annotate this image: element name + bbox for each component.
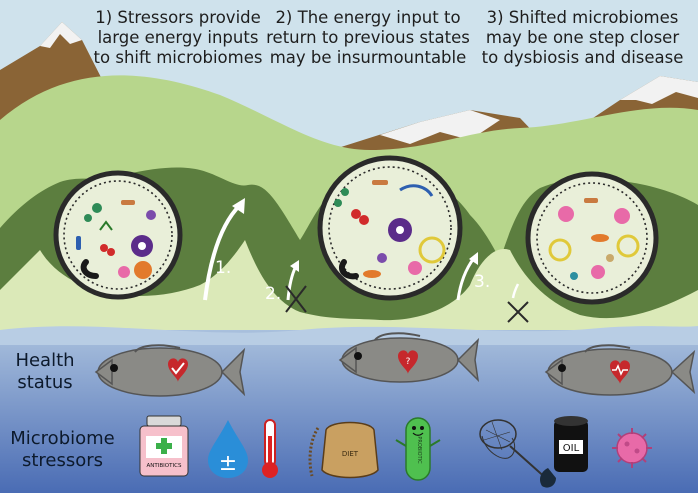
blocked-cross-step-3 <box>507 301 529 323</box>
arrow-step-3-return <box>511 283 520 299</box>
water-surface <box>0 326 698 345</box>
diet-feed-bag-icon: DIET <box>308 421 379 479</box>
row-label-stressors: Microbiome stressors <box>10 428 115 471</box>
probiotic-label: PROBIOTIC <box>416 436 422 464</box>
arrow-step-2-head <box>290 260 299 272</box>
oil-label: OIL <box>563 443 580 454</box>
microbiome-circle-3 <box>525 171 659 305</box>
arrow-step-1-head <box>232 198 245 214</box>
step-label-1: 1. <box>215 258 232 278</box>
caption-step-2: 2) The energy input to return to previou… <box>266 8 470 67</box>
salinity-symbol: ± <box>219 451 237 476</box>
microbiome-circle-1 <box>53 170 183 300</box>
microbiome-circle-2 <box>317 155 463 301</box>
antibiotics-bottle-icon: ANTIBIOTICS <box>139 415 189 477</box>
salinity-drop-icon: ± <box>208 420 248 478</box>
oil-barrel-icon: OIL <box>540 416 588 488</box>
mountain-left-snow <box>40 22 82 48</box>
blocked-cross-step-2 <box>285 285 307 313</box>
caption-step-3: 3) Shifted microbiomes may be one step c… <box>481 8 684 67</box>
diet-label: DIET <box>342 450 359 458</box>
row-label-health: Health status <box>15 350 75 393</box>
antibiotics-label: ANTIBIOTICS <box>147 463 182 469</box>
probiotic-bacterium-icon: PROBIOTIC <box>395 417 441 481</box>
fish-3 <box>544 344 696 396</box>
heart-question-mark: ? <box>406 357 411 367</box>
step-label-3: 3. <box>474 272 491 292</box>
arrow-step-1 <box>203 203 242 301</box>
caption-step-1: 1) Stressors provide large energy inputs… <box>93 8 263 67</box>
arrow-step-3-head <box>469 252 478 265</box>
virus-icon <box>612 428 652 468</box>
mountain-right-snow <box>620 76 698 104</box>
fish-2: ? <box>338 332 480 383</box>
thermometer-icon <box>262 419 278 478</box>
fish-1 <box>94 344 246 397</box>
step-label-2: 2. <box>265 284 282 304</box>
heart-question-icon <box>398 350 418 374</box>
arrow-step-3 <box>456 257 476 301</box>
